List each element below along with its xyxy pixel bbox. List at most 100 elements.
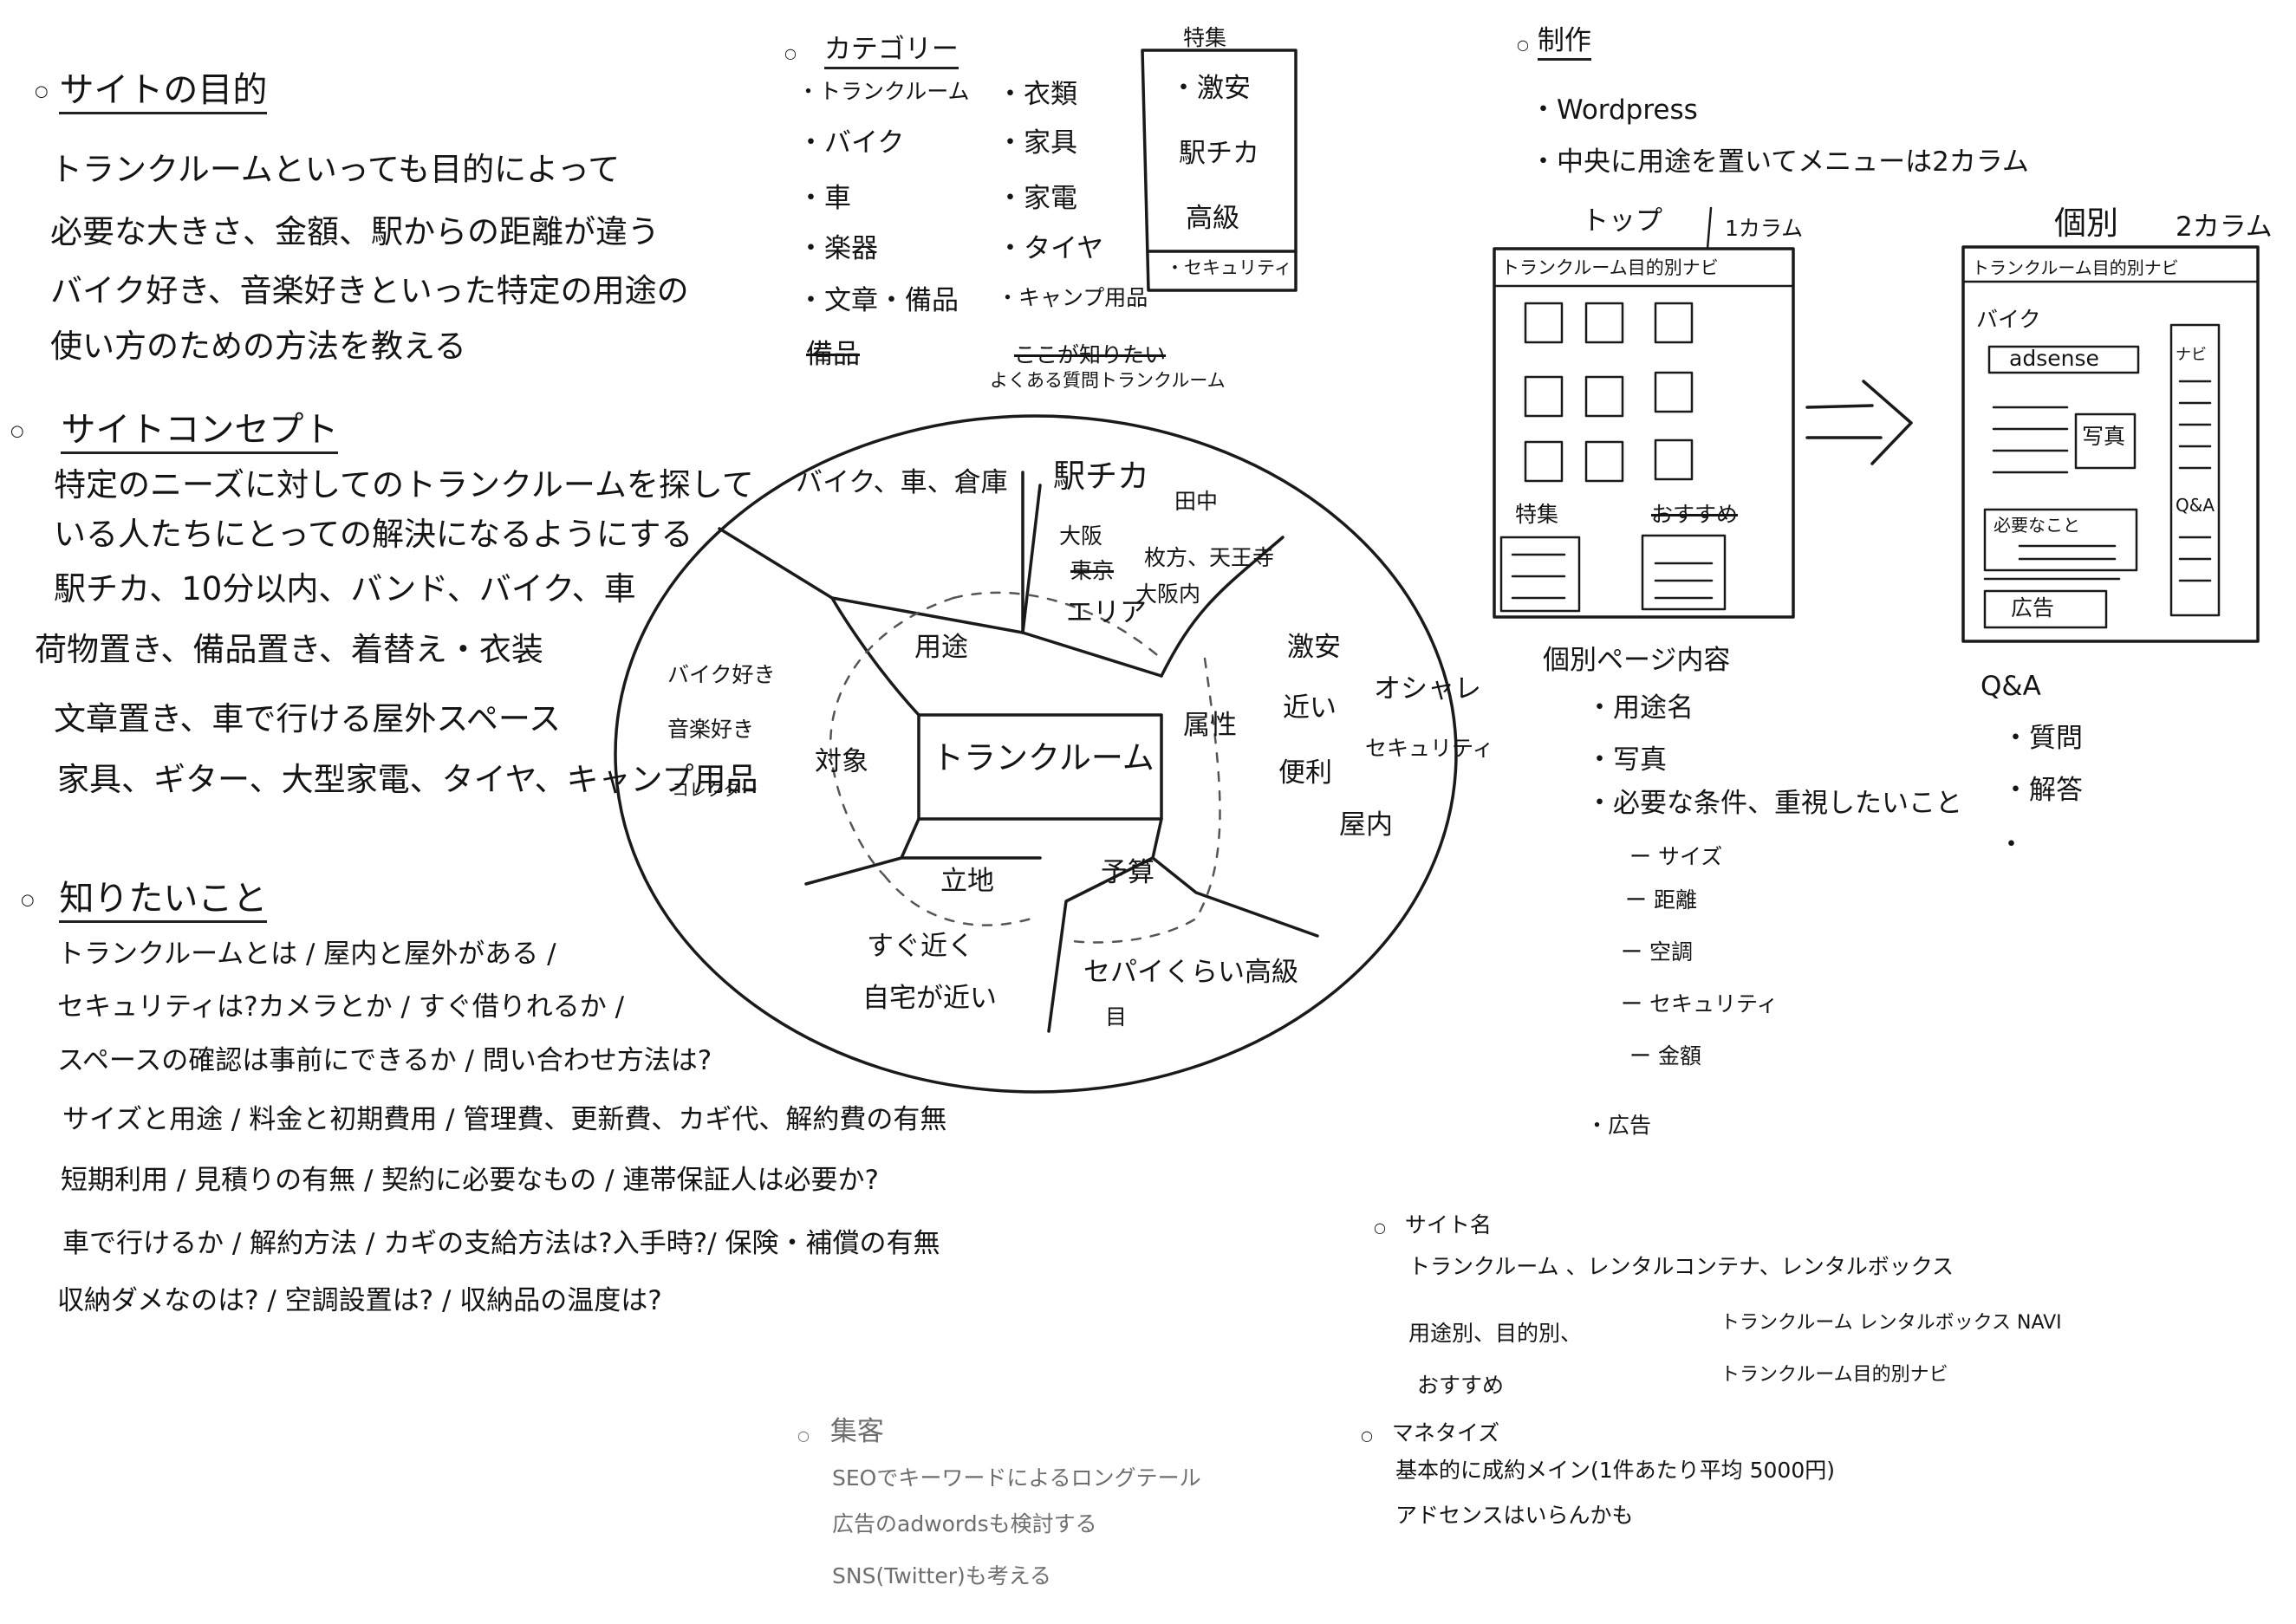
wireframe-detail-nav: トランクルーム目的別ナビ: [1972, 257, 2179, 278]
wireframe-top-feature-block: [1499, 536, 1581, 613]
mindmap-target-item: コレクター: [672, 779, 758, 800]
mindmap-center-box: [917, 713, 1163, 821]
page-content-item: ・必要な条件、重視したいこと: [1586, 788, 1962, 819]
mindmap-dashed-ring: [829, 596, 955, 877]
site-name-line1: トランクルーム 、レンタルコンテナ、レンタルボックス: [1408, 1254, 1954, 1279]
category-col2-label: キャンプ用品: [1018, 285, 1148, 310]
acquisition-line: SEOでキーワードによるロングテール: [832, 1465, 1201, 1491]
wants-line-1: トランクルームとは / 屋内と屋外がある /: [57, 939, 556, 970]
wireframe-detail-checklist: 必要なこと: [1994, 515, 2080, 536]
wireframe-top-frame: [1493, 247, 1795, 619]
mindmap-area-tokyo: 東京: [1070, 558, 1115, 583]
site-name-col1: 用途別、目的別、: [1408, 1321, 1583, 1346]
wireframe-detail-title: 個別: [2054, 205, 2118, 242]
mindmap-center-label: トランクルーム: [932, 739, 1155, 776]
purpose-line-2: 必要な大きさ、金額、駅からの距離が違う: [50, 213, 660, 250]
wireframe-top-tile: [1584, 302, 1624, 344]
purpose-heading-text: サイトの目的: [59, 70, 268, 114]
mindmap-attr-item: 激安: [1287, 632, 1341, 663]
concept-line-1: 特定のニーズに対してのトランクルームを探して: [54, 466, 754, 503]
mindmap-usage-items: バイク、車、倉庫: [796, 467, 1008, 498]
concept-line-6: 家具、ギター、大型家電、タイヤ、キャンプ用品: [57, 761, 758, 798]
production-line-2: ・中央に用途を置いてメニューは2カラム: [1530, 146, 2029, 178]
wants-line-6: 車で行けるか / 解約方法 / カギの支給方法は?入手時?/ 保険・補償の有無: [62, 1228, 940, 1259]
mindmap-budget-note: 目: [1105, 1004, 1128, 1030]
mindmap-station-sub: 田中: [1174, 489, 1219, 514]
acquisition-heading-text: 集客: [829, 1416, 884, 1447]
page-content-sub-item: ー サイズ: [1629, 844, 1723, 869]
page-content-sub-item: ー 距離: [1625, 887, 1697, 913]
feature-footer-label: セキュリティ: [1184, 257, 1292, 278]
acquisition-line: 広告のadwordsも検討する: [832, 1511, 1097, 1536]
wireframe-detail-photo: 写真: [2082, 424, 2126, 449]
wants-heading: ○ 知りたいこと: [21, 879, 268, 923]
qa-item: ・質問: [2002, 723, 2083, 754]
concept-heading: ○ サイトコンセプト: [10, 410, 339, 454]
wireframe-detail-cols: 2カラム: [2176, 211, 2273, 243]
mindmap-budget-item: セパイくらい高級: [1083, 957, 1298, 988]
wireframe-top-tile: [1654, 302, 1694, 344]
mindmap-dashed-ring: [952, 591, 1163, 660]
wireframe-top-tile: [1654, 371, 1694, 413]
category-col2-label: 家具: [1024, 127, 1077, 159]
production-line-1: ・Wordpress: [1530, 94, 1698, 126]
feature-item-label: 高級: [1186, 203, 1239, 234]
wireframe-detail-photo-box: [2074, 412, 2137, 470]
category-col1-label: バイク: [824, 127, 905, 159]
monetize-heading: ○ マネタイズ: [1361, 1420, 1500, 1445]
wireframe-arrow-head: [1862, 380, 1913, 465]
wireframe-top-tile: [1524, 375, 1564, 418]
site-name-heading-text: サイト名: [1404, 1212, 1492, 1237]
wireframe-top-tile: [1584, 375, 1624, 418]
mindmap-attr-item: 便利: [1278, 757, 1332, 789]
feature-item: 高級: [1186, 204, 1239, 233]
mindmap-target-item: バイク好き: [667, 662, 776, 687]
wireframe-top-recommend-block: [1641, 534, 1727, 611]
feature-item-label: 激安: [1197, 73, 1251, 104]
wireframe-top-tile: [1524, 440, 1564, 483]
page-content-heading: 個別ページ内容: [1543, 645, 1731, 676]
feature-footer: ・セキュリティ: [1166, 257, 1292, 278]
category-col2-item: ・キャンプ用品: [997, 285, 1148, 310]
wireframe-top-label: トップ: [1582, 205, 1662, 237]
page-content-last: ・広告: [1586, 1113, 1652, 1138]
site-name-col2: トランクルーム目的別ナビ: [1720, 1364, 1948, 1386]
category-col2-struck: ここが知りたい: [1014, 342, 1167, 367]
acquisition-heading: ○ 集客: [797, 1416, 884, 1447]
category-col2-note: よくある質問トランクルーム: [990, 370, 1226, 391]
mindmap-branch-line: [1047, 856, 1155, 1033]
wireframe-top-nav: トランクルーム目的別ナビ: [1501, 257, 1719, 278]
category-col1-label: 楽器: [824, 233, 878, 264]
page-content-item: ・写真: [1586, 744, 1667, 776]
wants-line-4: サイズと用途 / 料金と初期費用 / 管理費、更新費、カギ代、解約費の有無: [62, 1104, 947, 1135]
mindmap-area-mid: 枚方、天王寺: [1144, 545, 1275, 570]
category-col1-item: ・トランクルーム: [797, 79, 970, 104]
qa-bullet: ・: [1998, 829, 2025, 861]
feature-item: ・激安: [1170, 73, 1251, 104]
mindmap-area-mid2: 大阪内: [1135, 581, 1201, 607]
purpose-line-4: 使い方のための方法を教える: [50, 328, 466, 365]
category-col2-item: ・衣類: [997, 79, 1077, 110]
category-col1-item: ・車: [797, 183, 851, 214]
mindmap-location-item: 自宅が近い: [862, 983, 997, 1014]
wants-line-2: セキュリティは?カメラとか / すぐ借りれるか /: [57, 991, 625, 1023]
mindmap-target-label: 対象: [815, 746, 868, 777]
mindmap-attr-item: オシャレ: [1374, 673, 1481, 705]
page-content-sub-item: ー 金額: [1629, 1043, 1701, 1069]
page-content-sub-item: ー 空調: [1621, 939, 1693, 965]
wireframe-arrow: [1805, 404, 1874, 409]
wireframe-detail-ad: 広告: [2011, 595, 2055, 620]
wireframe-detail-sidebar: [2169, 323, 2221, 617]
site-name-col2: トランクルーム レンタルボックス NAVI: [1720, 1312, 2062, 1334]
feature-box-frame: [1141, 49, 1298, 292]
category-col2-item: ・家電: [997, 183, 1077, 214]
mindmap-station-title: 駅チカ: [1053, 458, 1149, 495]
page-content-sub-item: ー セキュリティ: [1621, 991, 1779, 1017]
concept-line-2: いる人たちにとっての解決になるようにする: [54, 516, 693, 553]
wireframe-detail-frame: [1961, 245, 2260, 643]
category-col1-label: トランクルーム: [819, 79, 970, 104]
mindmap-budget-label: 予算: [1101, 857, 1155, 888]
mindmap-usage-label: 用途: [914, 632, 968, 663]
category-col1-item: ・文章・備品: [797, 285, 959, 316]
category-col2-label: タイヤ: [1024, 233, 1104, 264]
